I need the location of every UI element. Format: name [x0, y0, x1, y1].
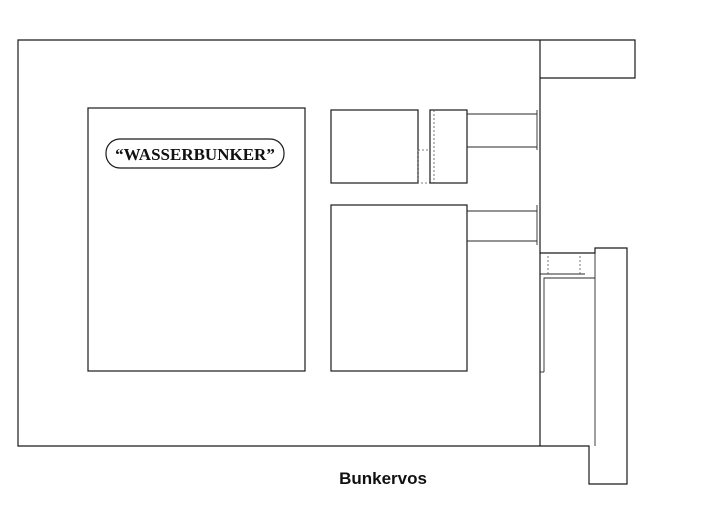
outer-wall	[17, 39, 540, 447]
wasserbunker-label-text: “WASSERBUNKER”	[115, 145, 275, 164]
upper-corridor	[467, 110, 538, 150]
right-annex	[540, 247, 628, 485]
diagram-caption: Bunkervos	[339, 469, 427, 488]
upper-room	[330, 109, 419, 184]
upper-side-chamber	[429, 109, 468, 184]
top-right-annex	[540, 39, 636, 79]
outer-enclosure	[17, 39, 541, 447]
wasserbunker-room	[87, 107, 306, 372]
wasserbunker-label-frame	[105, 138, 285, 169]
upper-room-door	[417, 149, 431, 184]
lower-room	[330, 204, 468, 372]
wasserbunker-label: “WASSERBUNKER”	[105, 138, 285, 169]
right-annex-inner-room	[543, 277, 595, 372]
lower-corridor	[467, 205, 538, 245]
